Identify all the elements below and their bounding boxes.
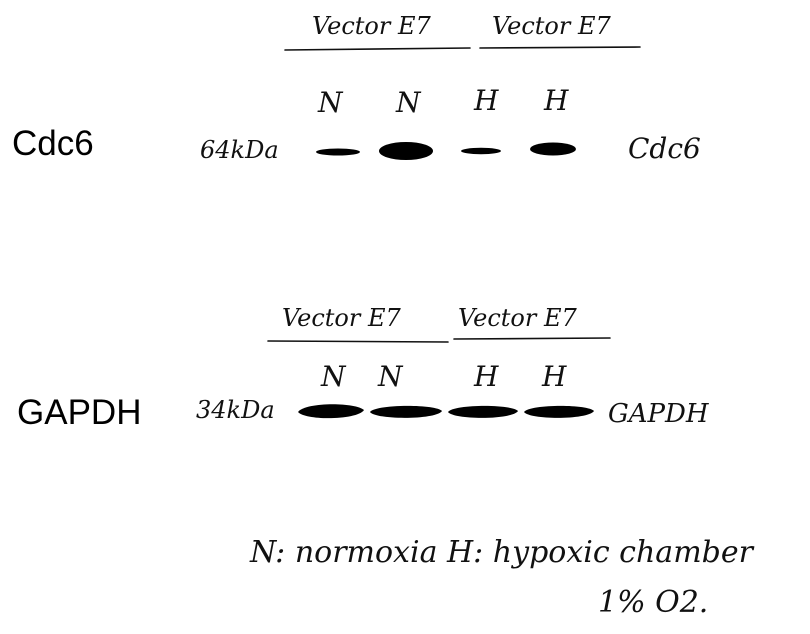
top-marker-label: 64kDa — [200, 136, 279, 164]
bottom-group-label-1: Vector E7 — [282, 304, 401, 332]
top-lane-label-1: N — [317, 86, 344, 119]
legend-line-1: N: normoxia H: hypoxic chamber — [249, 535, 755, 570]
bottom-band-lane-4 — [524, 405, 594, 418]
top-lane-label-4: H — [543, 84, 569, 117]
bottom-lane-label-1: N — [320, 360, 347, 393]
top-lane-label-2: N — [395, 86, 422, 119]
top-band-lane-2 — [379, 142, 433, 160]
top-band-lane-1 — [316, 148, 360, 156]
legend-line-2: 1% O2. — [598, 585, 708, 620]
top-lane-label-3: H — [473, 84, 499, 117]
bottom-lane-label-4: H — [541, 360, 567, 393]
bottom-band-lane-2 — [370, 405, 442, 418]
top-protein-label: Cdc6 — [628, 132, 701, 165]
bottom-marker-label: 34kDa — [196, 396, 275, 424]
legend: N: normoxia H: hypoxic chamber 1% O2. — [249, 535, 755, 620]
bottom-lane-label-2: N — [377, 360, 404, 393]
top-band-lane-3 — [461, 147, 501, 155]
cdc6-label: Cdc6 — [12, 124, 94, 163]
bottom-group-underline-1 — [267, 340, 449, 343]
bottom-group-label-2: Vector E7 — [458, 304, 577, 332]
bottom-blot: Vector E7 Vector E7 N N H H 34kDa GAPDH — [196, 304, 710, 429]
top-group-label-2: Vector E7 — [492, 12, 611, 40]
top-group-underline-1 — [284, 47, 471, 51]
top-group-label-1: Vector E7 — [312, 12, 431, 40]
bottom-group-underline-2 — [453, 337, 611, 340]
gapdh-label: GAPDH — [17, 393, 142, 432]
bottom-protein-label: GAPDH — [608, 399, 710, 429]
top-group-underline-2 — [479, 46, 641, 49]
bottom-lane-label-3: H — [473, 360, 499, 393]
bottom-band-lane-1 — [298, 404, 364, 419]
bottom-band-lane-3 — [448, 405, 518, 418]
top-band-lane-4 — [530, 142, 576, 156]
top-blot: Vector E7 Vector E7 N N H H 64kDa Cdc6 — [200, 12, 701, 165]
